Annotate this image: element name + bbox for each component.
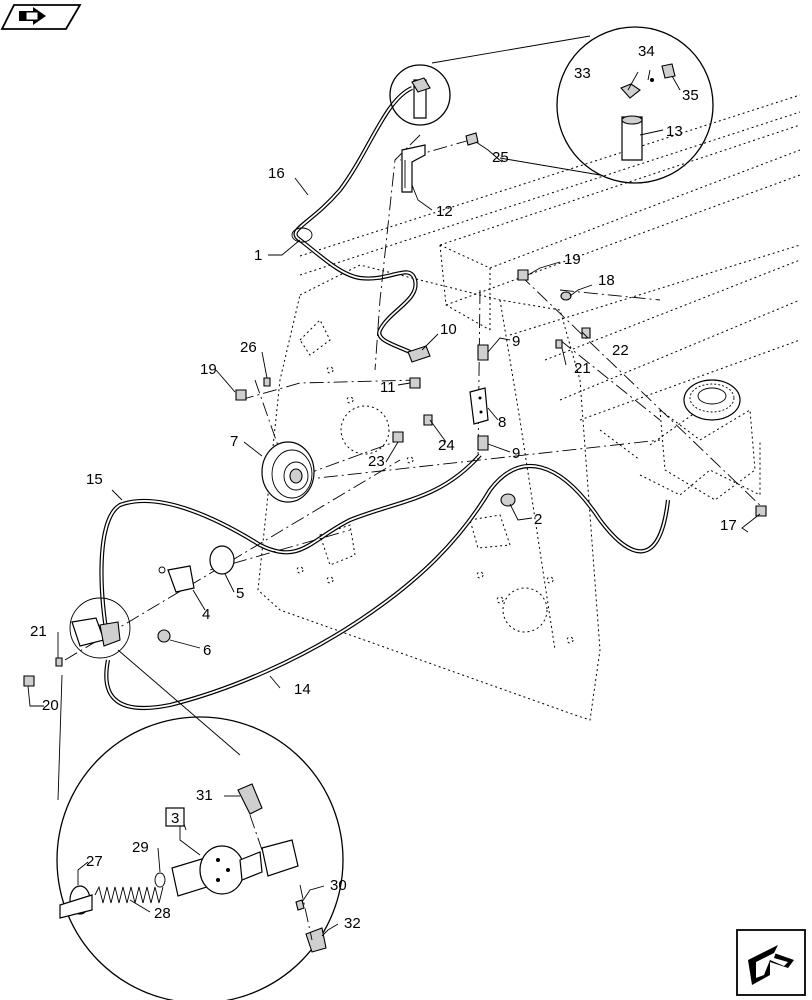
callout-31: 31 — [196, 787, 213, 804]
callout-13: 13 — [666, 123, 683, 140]
hose-15 — [99, 453, 482, 641]
bracket-part-8 — [469, 387, 489, 425]
fitting-part-9-top — [477, 344, 489, 361]
callout-4: 4 — [202, 606, 210, 623]
callout-9-bottom: 9 — [512, 445, 520, 462]
callout-22: 22 — [612, 342, 629, 359]
callout-20: 20 — [42, 697, 59, 714]
callout-33: 33 — [574, 65, 591, 82]
cap-part-2 — [500, 493, 516, 507]
bolt-part-22 — [581, 327, 591, 339]
plug-part-6 — [157, 629, 171, 643]
callout-34: 34 — [638, 43, 655, 60]
callout-24: 24 — [438, 437, 455, 454]
disc-part-5 — [209, 545, 235, 575]
fitting-part-10 — [407, 345, 431, 363]
pulley-part-7 — [261, 441, 315, 503]
callout-labels: 1 2 3 4 5 6 7 8 9 9 10 11 12 13 14 15 16… — [30, 43, 737, 932]
callout-30: 30 — [330, 877, 347, 894]
hose-16 — [293, 86, 418, 354]
callout-35: 35 — [682, 87, 699, 104]
hose-clamp-ring — [291, 227, 313, 243]
callout-28: 28 — [154, 905, 171, 922]
hose-14 — [104, 463, 671, 711]
callout-19-right: 19 — [564, 251, 581, 268]
callout-25: 25 — [492, 149, 509, 166]
callout-5: 5 — [236, 585, 244, 602]
detail-marker-top — [389, 64, 451, 126]
bolt-part-23 — [392, 431, 404, 443]
washer-part-21-right — [555, 339, 563, 349]
callout-32: 32 — [344, 915, 361, 932]
bolt-part-19-right — [517, 269, 529, 281]
callout-27: 27 — [86, 853, 103, 870]
washer-part-24 — [423, 414, 433, 426]
callout-18: 18 — [598, 272, 615, 289]
callout-21-left: 21 — [30, 623, 47, 640]
callout-10: 10 — [440, 321, 457, 338]
washer-part-18 — [560, 291, 572, 301]
frame-beam-phantom — [299, 94, 801, 496]
valve-assembly-left — [69, 597, 131, 659]
bolt-part-20 — [23, 675, 35, 687]
callout-2: 2 — [534, 511, 542, 528]
callout-21-right: 21 — [574, 360, 591, 377]
bracket-part-12 — [401, 144, 426, 193]
book-arrow-icon[interactable] — [0, 4, 82, 30]
callout-8: 8 — [498, 414, 506, 431]
fitting-part-9-bottom — [477, 435, 489, 451]
callout-29: 29 — [132, 839, 149, 856]
callout-15: 15 — [86, 471, 103, 488]
detail-circle-bottom — [56, 649, 344, 1000]
next-page-arrow-icon[interactable] — [736, 929, 806, 996]
callout-3: 3 — [171, 810, 179, 827]
callout-7: 7 — [230, 433, 238, 450]
bolt-part-17 — [755, 505, 767, 517]
bolt-part-19-left — [235, 389, 247, 401]
callout-1: 1 — [254, 247, 262, 264]
callout-17: 17 — [720, 517, 737, 534]
callout-23: 23 — [368, 453, 385, 470]
flange-part-4 — [158, 565, 195, 593]
bolt-part-25 — [465, 132, 479, 146]
callout-12: 12 — [436, 203, 453, 220]
callout-9-top: 9 — [512, 333, 520, 350]
callout-19-left: 19 — [200, 361, 217, 378]
callout-box-3 — [165, 807, 185, 827]
callout-26: 26 — [240, 339, 257, 356]
bolt-part-11 — [409, 377, 421, 389]
washer-part-21-left — [55, 657, 63, 667]
washer-part-26 — [263, 377, 271, 387]
callout-6: 6 — [203, 642, 211, 659]
detail-circle-top — [431, 26, 714, 184]
callout-16: 16 — [268, 165, 285, 182]
reservoir-tank — [659, 379, 756, 501]
callout-11: 11 — [380, 379, 396, 396]
callout-14: 14 — [294, 681, 311, 698]
